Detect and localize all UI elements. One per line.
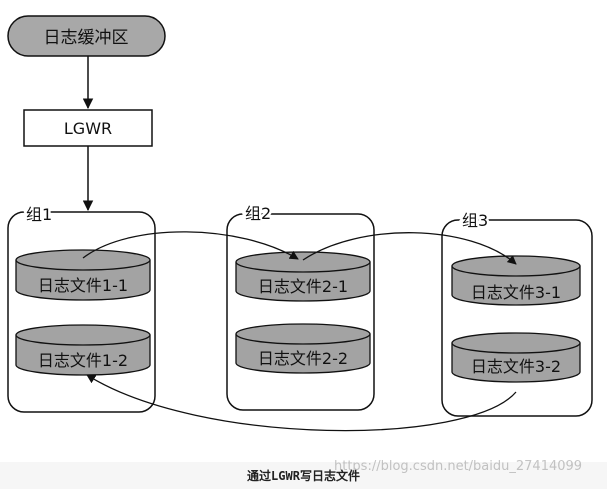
group-1-box — [7, 211, 156, 413]
group-2-label: 组2 — [245, 204, 271, 223]
log-file-3-2-disk: 日志文件3-2 — [451, 332, 581, 383]
log-file-3-1-label: 日志文件3-1 — [471, 283, 561, 302]
log-file-3-2-label: 日志文件3-2 — [471, 357, 561, 376]
group-2-box — [226, 213, 375, 411]
group-3-label: 组3 — [462, 211, 488, 230]
log-file-1-1-disk: 日志文件1-1 — [15, 249, 151, 301]
arrow-file1-1-to-file2-1 — [82, 231, 299, 260]
log-file-3-1-disk: 日志文件3-1 — [451, 255, 581, 306]
log-file-2-1-label: 日志文件2-1 — [258, 277, 348, 296]
log-buffer-node — [7, 15, 166, 57]
watermark-text: https://blog.csdn.net/baidu_27414099 — [334, 459, 583, 474]
log-file-1-1-label: 日志文件1-1 — [38, 276, 128, 295]
lgwr-process-node — [23, 109, 153, 147]
caption-band — [0, 462, 607, 489]
arrow-file2-1-to-file3-1 — [302, 232, 517, 265]
log-file-1-2-disk: 日志文件1-2 — [15, 324, 151, 376]
lgwr-label: LGWR — [64, 119, 112, 138]
lgwr-diagram: 日志缓冲区 LGWR 组1 组2 组3 日志文件1-1 日志文件1-2 日志文件… — [7, 15, 593, 432]
group-3-box — [441, 219, 593, 417]
log-buffer-label: 日志缓冲区 — [44, 28, 129, 48]
arrow-file3-2-to-file1-2 — [86, 374, 517, 432]
log-file-2-2-label: 日志文件2-2 — [258, 349, 348, 368]
figure-caption: 通过LGWR写日志文件 — [247, 469, 360, 483]
group-1-label: 组1 — [26, 205, 52, 224]
log-file-2-2-disk: 日志文件2-2 — [235, 323, 371, 374]
log-file-2-1-disk: 日志文件2-1 — [235, 251, 371, 302]
log-file-1-2-label: 日志文件1-2 — [38, 351, 128, 370]
